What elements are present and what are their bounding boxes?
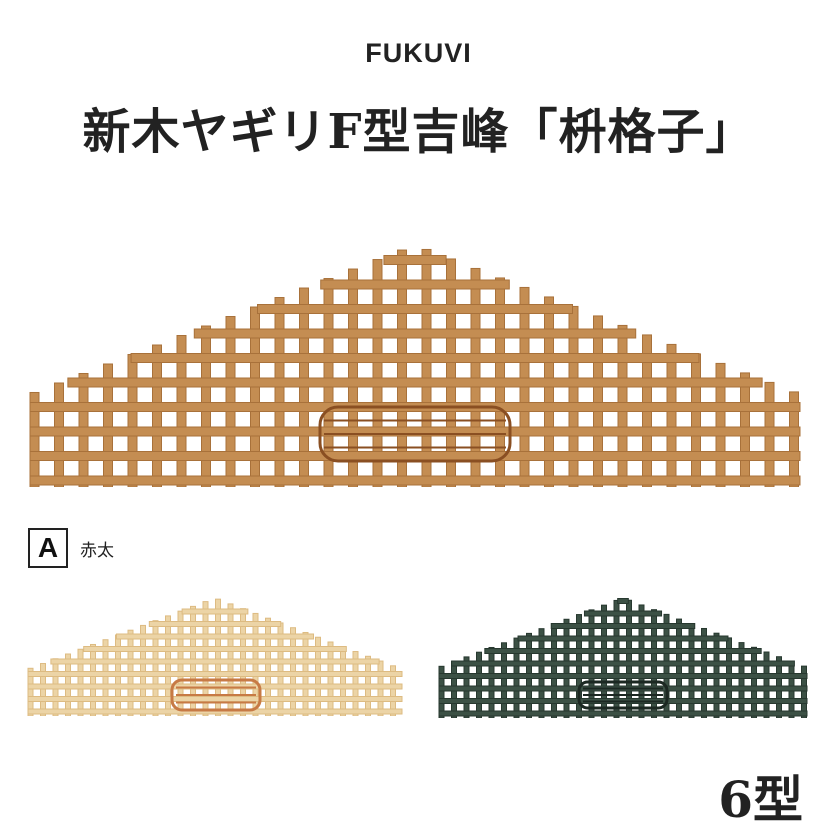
variant-label: 赤太 bbox=[80, 540, 114, 561]
brand-name: FUKUVI bbox=[365, 38, 472, 68]
lattice-image-natural bbox=[27, 598, 403, 716]
lattice-image-red bbox=[29, 248, 801, 487]
variant-badge: A bbox=[28, 528, 68, 568]
lattice-image-green bbox=[438, 598, 808, 718]
color-variant: A 赤太 bbox=[28, 528, 114, 568]
product-title: 新木ヤギリF型吉峰「枡格子」 bbox=[82, 104, 755, 160]
type-label: 6型 bbox=[718, 770, 803, 829]
